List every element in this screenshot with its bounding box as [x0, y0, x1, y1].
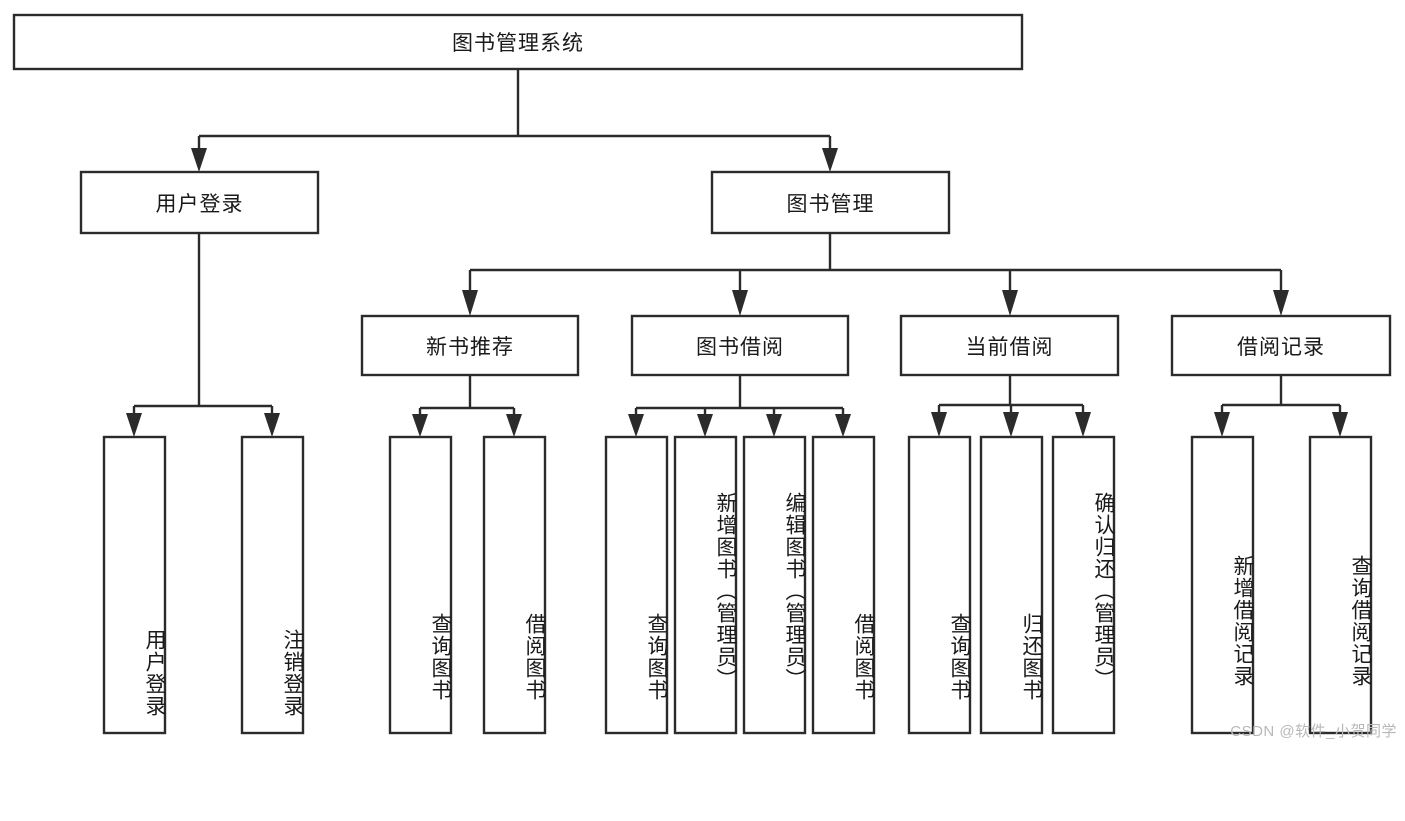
node-box-root[interactable] — [12, 13, 1024, 71]
diagram-svg — [12, 13, 1392, 735]
arrow-head-icon — [412, 414, 428, 437]
leaf-box-user-login[interactable] — [102, 435, 167, 735]
arrow-head-icon — [1332, 412, 1348, 437]
arrow-head-icon — [126, 413, 142, 437]
node-box-book-management[interactable] — [710, 170, 951, 235]
connector-newbook-to-leaves — [412, 375, 522, 437]
arrow-head-icon — [1002, 290, 1018, 316]
leaf-box-return-book[interactable] — [979, 435, 1044, 735]
connector-bookborrow-to-leaves — [628, 375, 851, 437]
arrow-head-icon — [191, 148, 207, 172]
connector-userlogin-to-leaves — [126, 233, 280, 437]
leaf-box-query-book-borrow[interactable] — [604, 435, 669, 735]
node-box-book-borrow[interactable] — [630, 314, 850, 377]
arrow-head-icon — [1214, 412, 1230, 437]
watermark-text: CSDN @软件_小贺同学 — [1230, 723, 1397, 740]
leaf-box-add-borrow-record[interactable] — [1190, 435, 1255, 735]
arrow-head-icon — [931, 412, 947, 437]
connector-currentborrow-to-leaves — [931, 375, 1091, 437]
node-box-new-book-recommend[interactable] — [360, 314, 580, 377]
arrow-head-icon — [766, 414, 782, 437]
node-box-current-borrow[interactable] — [899, 314, 1120, 377]
leaf-box-query-book-current[interactable] — [907, 435, 972, 735]
node-box-borrow-record[interactable] — [1170, 314, 1392, 377]
arrow-head-icon — [264, 413, 280, 437]
leaf-box-edit-book-admin[interactable] — [742, 435, 807, 735]
arrow-head-icon — [1003, 412, 1019, 437]
leaf-box-query-borrow-record[interactable] — [1308, 435, 1373, 735]
arrow-head-icon — [1273, 290, 1289, 316]
leaf-box-borrow-book-rec[interactable] — [482, 435, 547, 735]
arrow-head-icon — [1075, 412, 1091, 437]
leaf-box-confirm-return-admin[interactable] — [1051, 435, 1116, 735]
arrow-head-icon — [697, 414, 713, 437]
connector-borrowrecord-to-leaves — [1214, 375, 1348, 437]
leaf-box-logout[interactable] — [240, 435, 305, 735]
leaf-box-borrow-book[interactable] — [811, 435, 876, 735]
arrow-head-icon — [822, 148, 838, 172]
arrow-head-icon — [732, 290, 748, 316]
arrow-head-icon — [835, 414, 851, 437]
arrow-head-icon — [628, 414, 644, 437]
leaf-box-add-book-admin[interactable] — [673, 435, 738, 735]
connector-bookmgmt-to-level3 — [462, 233, 1289, 316]
connector-root-to-level2 — [191, 69, 838, 172]
arrow-head-icon — [506, 414, 522, 437]
diagram-canvas-root: 图书管理系统 用户登录 图书管理 新书推荐 图书借阅 当前借阅 借阅记录 用户登… — [12, 13, 1397, 740]
leaf-box-query-book-rec[interactable] — [388, 435, 453, 735]
arrow-head-icon — [462, 290, 478, 316]
node-box-user-login[interactable] — [79, 170, 320, 235]
